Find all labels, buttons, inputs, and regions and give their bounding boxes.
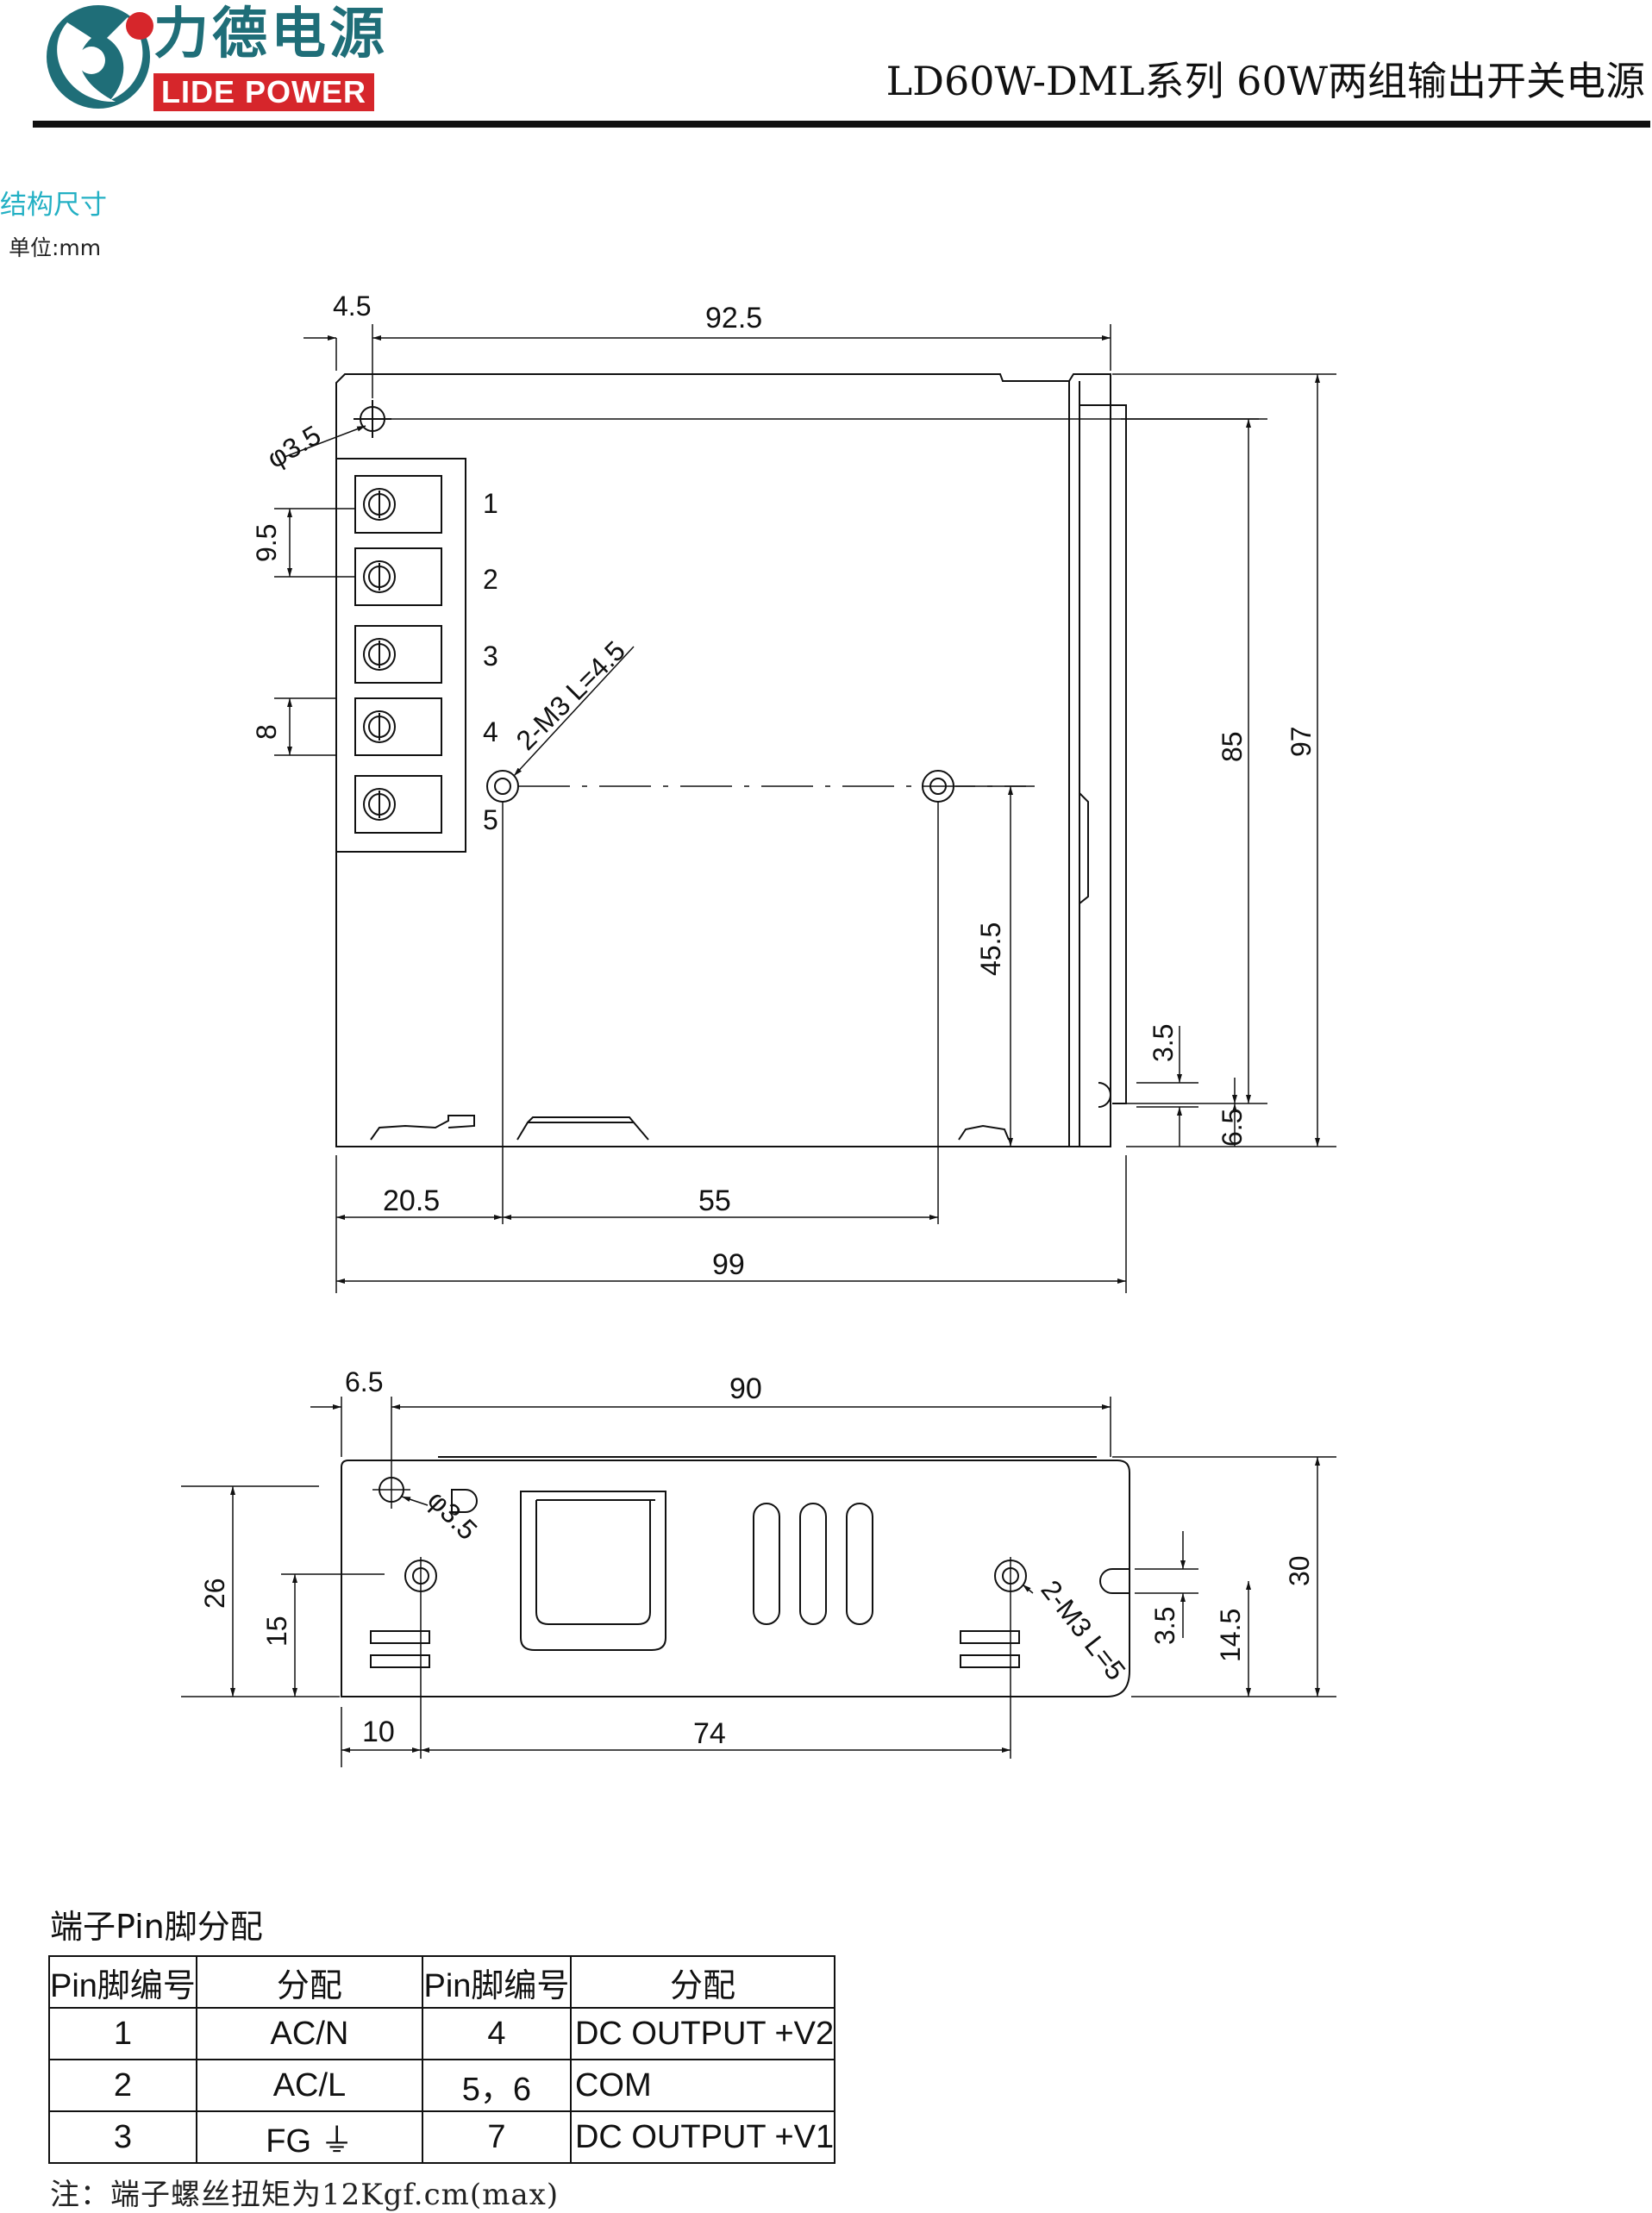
terminal-screw [354, 775, 442, 834]
dim-label: 9.5 [251, 524, 282, 562]
table-row: 2 AC/L 5，6 COM [48, 2059, 836, 2112]
dim-label: 6.5 [345, 1366, 383, 1397]
dim-label: 6.5 [1217, 1109, 1248, 1147]
column-header: Pin脚编号 [421, 1955, 572, 2009]
section-title: 结构尺寸 [0, 190, 107, 221]
terminal-screw [354, 475, 442, 534]
dim-label: 74 [693, 1717, 726, 1750]
brand-name-cn: 力德电源 [153, 2, 388, 66]
dim-label: 45.5 [975, 922, 1006, 976]
side-view [341, 1456, 1130, 1697]
header-divider [33, 121, 1650, 128]
torque-note: 注：端子螺丝扭矩为12Kgf.cm(max) [50, 2178, 560, 2212]
table-header-row: Pin脚编号 分配 Pin脚编号 分配 [48, 1955, 836, 2009]
table-row: 1 AC/N 4 DC OUTPUT +V2 [48, 2007, 836, 2060]
dim-label: 55 [698, 1185, 731, 1217]
pin-table-title: 端子Pin脚分配 [50, 1908, 263, 1946]
dim-label: 10 [362, 1716, 395, 1748]
table-cell: DC OUTPUT +V1 [569, 2110, 836, 2164]
dim-label: φ3.5 [262, 419, 326, 474]
table-cell: COM [569, 2059, 836, 2112]
terminal-screw [354, 547, 442, 606]
dim-label: 97 [1286, 726, 1317, 757]
screw-spec-label: 2-M3 L=4.5 [510, 635, 631, 756]
logo-mark-icon [47, 5, 153, 109]
table-cell: 5，6 [421, 2059, 572, 2112]
dim-label: 3.5 [1149, 1607, 1180, 1645]
dim-label: 85 [1217, 731, 1248, 762]
pin-assignment-table: Pin脚编号 分配 Pin脚编号 分配 1 AC/N 4 DC OUTPUT +… [48, 1955, 836, 2164]
dim-label: 30 [1284, 1555, 1315, 1586]
table-cell: DC OUTPUT +V2 [569, 2007, 836, 2060]
terminal-number: 5 [483, 804, 498, 835]
table-cell: 1 [48, 2007, 197, 2060]
terminal-screw [354, 625, 442, 684]
top-view [335, 373, 1127, 1147]
dim-label: 4.5 [333, 291, 371, 322]
unit-label: 单位:mm [9, 235, 102, 260]
lide-logo [33, 0, 395, 114]
dim-label: 92.5 [705, 302, 762, 334]
dim-label: 3.5 [1148, 1024, 1179, 1062]
brand-name-en: LIDE POWER [153, 73, 374, 111]
terminal-number: 3 [483, 641, 498, 672]
dim-label: 99 [712, 1248, 745, 1281]
column-header: Pin脚编号 [48, 1955, 197, 2009]
column-header: 分配 [195, 1955, 423, 2009]
terminal-screw [354, 697, 442, 756]
dim-label: 15 [261, 1616, 292, 1647]
terminal-number: 1 [483, 488, 498, 519]
column-header: 分配 [569, 1955, 836, 2009]
dim-label: 26 [199, 1578, 230, 1609]
document-title: LD60W-DML系列 60W两组输出开关电源 [885, 58, 1645, 104]
table-cell: 3 [48, 2110, 197, 2164]
dim-label: 90 [729, 1372, 762, 1405]
table-cell: 7 [421, 2110, 572, 2164]
table-cell: AC/N [195, 2007, 423, 2060]
table-row: 3 FG ⏚ 7 DC OUTPUT +V1 [48, 2110, 836, 2164]
screw-spec-label: 2-M3 L=5 [1035, 1574, 1131, 1685]
dim-label: 8 [251, 724, 282, 740]
table-cell: FG ⏚ [195, 2110, 423, 2164]
terminal-number: 2 [483, 564, 498, 595]
table-cell: 4 [421, 2007, 572, 2060]
dim-label: 20.5 [383, 1185, 440, 1217]
terminal-number: 4 [483, 716, 498, 747]
dim-label: 14.5 [1215, 1609, 1246, 1662]
table-cell: AC/L [195, 2059, 423, 2112]
table-cell: 2 [48, 2059, 197, 2112]
